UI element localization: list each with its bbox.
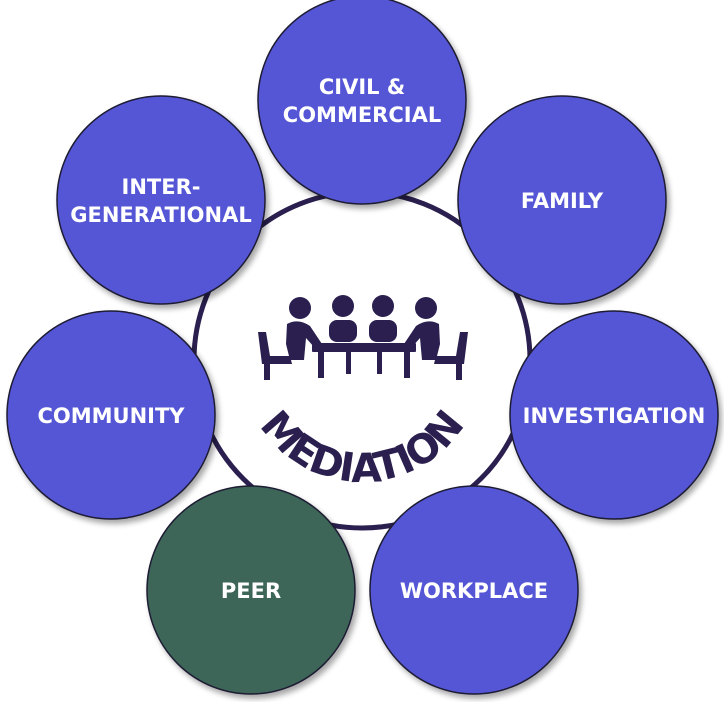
node-family: FAMILY xyxy=(457,95,667,305)
node-circle-family xyxy=(457,95,667,305)
node-community: COMMUNITY xyxy=(6,310,216,520)
node-peer: PEER xyxy=(146,485,356,695)
node-circle-investigation xyxy=(509,310,719,520)
node-circle-peer xyxy=(146,485,356,695)
node-label-community-line-1: COMMUNITY xyxy=(37,404,185,428)
node-circle-community xyxy=(6,310,216,520)
nodes-layer: CIVIL & COMMERCIAL FAMILY INVESTIGATION WORK… xyxy=(6,0,719,695)
node-circle-inter-generational xyxy=(56,95,266,305)
node-workplace: WORKPLACE xyxy=(369,485,579,695)
node-label-inter-generational-line-2: GENERATIONAL xyxy=(70,203,252,227)
node-label-inter-generational-line-1: INTER- xyxy=(122,175,201,199)
node-investigation: INVESTIGATION xyxy=(509,310,719,520)
node-label-workplace-line-1: WORKPLACE xyxy=(400,579,548,603)
node-inter-generational: INTER- GENERATIONAL xyxy=(56,95,266,305)
node-circle-civil-commercial xyxy=(257,0,467,205)
node-circle-workplace xyxy=(369,485,579,695)
node-label-civil-commercial-line-1: CIVIL & xyxy=(319,75,405,99)
node-label-investigation-line-1: INVESTIGATION xyxy=(523,404,706,428)
node-label-civil-commercial-line-2: COMMERCIAL xyxy=(283,103,441,127)
node-civil-commercial: CIVIL & COMMERCIAL xyxy=(257,0,467,205)
meeting-table-people-icon xyxy=(258,295,468,380)
node-label-family-line-1: FAMILY xyxy=(521,189,604,213)
node-label-peer-line-1: PEER xyxy=(221,579,281,603)
